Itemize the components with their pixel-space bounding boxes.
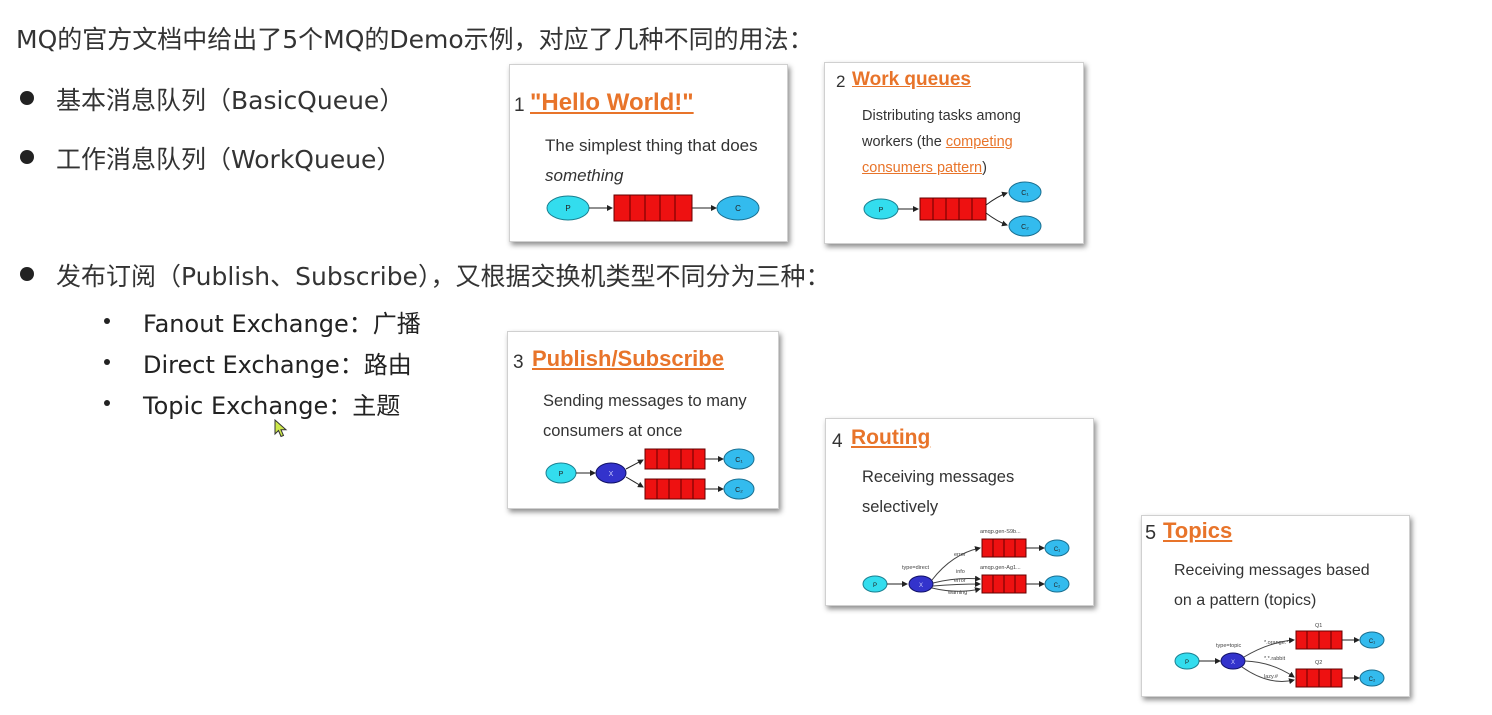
- card-hello-world: 1 "Hello World!" The simplest thing that…: [509, 64, 788, 242]
- card-title-link[interactable]: Routing: [851, 426, 931, 449]
- consumer-node: [1359, 669, 1385, 687]
- card-publish-subscribe: 3 Publish/Subscribe Sending messages to …: [507, 331, 779, 509]
- card-description: Receiving messages based on a pattern (t…: [1174, 556, 1370, 616]
- binding-key-label: lazy.#: [1264, 674, 1279, 680]
- producer-label: P: [565, 204, 570, 213]
- sub-bullet-topic: Topic Exchange：主题: [143, 392, 401, 420]
- desc-line: Sending messages to many: [543, 392, 747, 410]
- producer-label: P: [879, 207, 884, 214]
- queue: [613, 194, 693, 222]
- binding-key-label: *.*.rabbit: [1264, 656, 1286, 662]
- producer-label: P: [559, 471, 564, 478]
- consumer-node: [723, 448, 755, 470]
- publish-subscribe-diagram: P X C₁ C₂: [545, 448, 755, 500]
- consumer-label: C₂: [1369, 677, 1376, 683]
- sub-bullet-fanout: Fanout Exchange：广播: [143, 310, 421, 338]
- bullet-basic-queue: 基本消息队列（BasicQueue）: [56, 86, 405, 115]
- consumer-label: C₂: [735, 487, 743, 494]
- producer-label: P: [1185, 660, 1189, 666]
- sub-bullet-dot: [104, 359, 110, 365]
- card-work-queues: 2 Work queues Distributing tasks among w…: [824, 62, 1084, 244]
- card-title-link[interactable]: Work queues: [852, 69, 971, 90]
- queue-name-label: Q2: [1315, 660, 1322, 666]
- exchange-type-label: type=topic: [1216, 643, 1241, 649]
- card-title-link[interactable]: Publish/Subscribe: [532, 346, 724, 371]
- card-number: 2: [836, 72, 846, 91]
- mouse-cursor-icon: [274, 419, 288, 438]
- exchange-type-label: type=direct: [902, 565, 930, 571]
- queue: [644, 448, 706, 470]
- desc-line: The simplest thing that does: [545, 136, 758, 155]
- consumer-node: [1044, 575, 1070, 593]
- card-description: Distributing tasks among workers (the co…: [862, 103, 1021, 181]
- desc-line: on a pattern (topics): [1174, 592, 1317, 609]
- consumers-pattern-link[interactable]: consumers pattern: [862, 160, 983, 176]
- desc-line: selectively: [862, 498, 939, 516]
- exchange-node: [595, 462, 627, 484]
- binding-key-label: warning: [947, 590, 967, 596]
- binding-key-label: error: [954, 578, 966, 584]
- card-routing: 4 Routing Receiving messages selectively…: [825, 418, 1094, 606]
- queue: [644, 478, 706, 500]
- bullet-dot: [20, 267, 34, 281]
- desc-line: Distributing tasks among: [862, 108, 1021, 124]
- work-queue-diagram: P C₁ C₂: [863, 181, 1042, 237]
- consumer-node: [1008, 215, 1042, 237]
- competing-link[interactable]: competing: [945, 134, 1013, 150]
- consumer-label: C₁: [1021, 190, 1029, 197]
- desc-line: Receiving messages: [862, 468, 1015, 486]
- bullet-dot: [20, 91, 34, 105]
- consumer-node: [1359, 631, 1385, 649]
- exchange-label: X: [609, 471, 614, 478]
- bullet-dot: [20, 150, 34, 164]
- card-description: Sending messages to many consumers at on…: [543, 386, 747, 446]
- consumer-node: [1008, 181, 1042, 203]
- consumer-node: [723, 478, 755, 500]
- desc-line: something: [545, 166, 624, 185]
- binding-key-label: error: [954, 552, 966, 558]
- consumer-label: C: [735, 204, 741, 213]
- desc-line: consumers at once: [543, 422, 683, 440]
- desc-text: workers (the: [862, 134, 946, 150]
- card-number: 5: [1145, 522, 1157, 544]
- card-title-link[interactable]: "Hello World!": [530, 89, 694, 116]
- consumer-label: C₂: [1021, 224, 1029, 231]
- producer-label: P: [873, 583, 877, 589]
- sub-bullet-dot: [104, 318, 110, 324]
- queue-diagram: P C: [546, 194, 760, 222]
- bullet-work-queue: 工作消息队列（WorkQueue）: [56, 145, 402, 174]
- card-topics: 5 Topics Receiving messages based on a p…: [1141, 515, 1410, 697]
- desc-line: Receiving messages based: [1174, 562, 1370, 579]
- consumer-label: C₁: [1369, 639, 1375, 645]
- consumer-node: [1044, 539, 1070, 557]
- page-title: MQ的官方文档中给出了5个MQ的Demo示例，对应了几种不同的用法：: [16, 25, 814, 54]
- card-description: Receiving messages selectively: [862, 462, 1014, 522]
- exchange-label: X: [1231, 660, 1235, 666]
- bullet-publish-subscribe: 发布订阅（Publish、Subscribe），又根据交换机类型不同分为三种：: [56, 262, 831, 291]
- consumer-label: C₁: [735, 457, 743, 464]
- card-number: 3: [513, 352, 524, 373]
- exchange-node: [908, 575, 934, 593]
- routing-diagram: P X type=direct error info error warning…: [862, 529, 1070, 596]
- consumer-label: C₁: [1054, 547, 1060, 553]
- topics-diagram: P X type=topic *.orange.* *.*.rabbit laz…: [1174, 623, 1385, 688]
- queue-name-label: Q1: [1315, 623, 1322, 629]
- exchange-label: X: [919, 583, 923, 589]
- card-number: 4: [832, 431, 843, 452]
- sub-bullet-direct: Direct Exchange：路由: [143, 351, 412, 379]
- card-description: The simplest thing that does something: [545, 131, 758, 191]
- card-title-link[interactable]: Topics: [1163, 518, 1233, 543]
- sub-bullet-dot: [104, 400, 110, 406]
- card-number: 1: [514, 95, 525, 116]
- consumer-node: [716, 195, 760, 221]
- queue-name-label: amqp.gen-Ag1...: [980, 565, 1021, 571]
- queue-name-label: amqp.gen-S9b...: [980, 529, 1021, 535]
- queue: [919, 197, 987, 221]
- consumer-label: C₂: [1054, 583, 1061, 589]
- desc-text: ): [982, 160, 987, 176]
- binding-key-label: *.orange.*: [1264, 640, 1289, 646]
- binding-key-label: info: [956, 569, 965, 575]
